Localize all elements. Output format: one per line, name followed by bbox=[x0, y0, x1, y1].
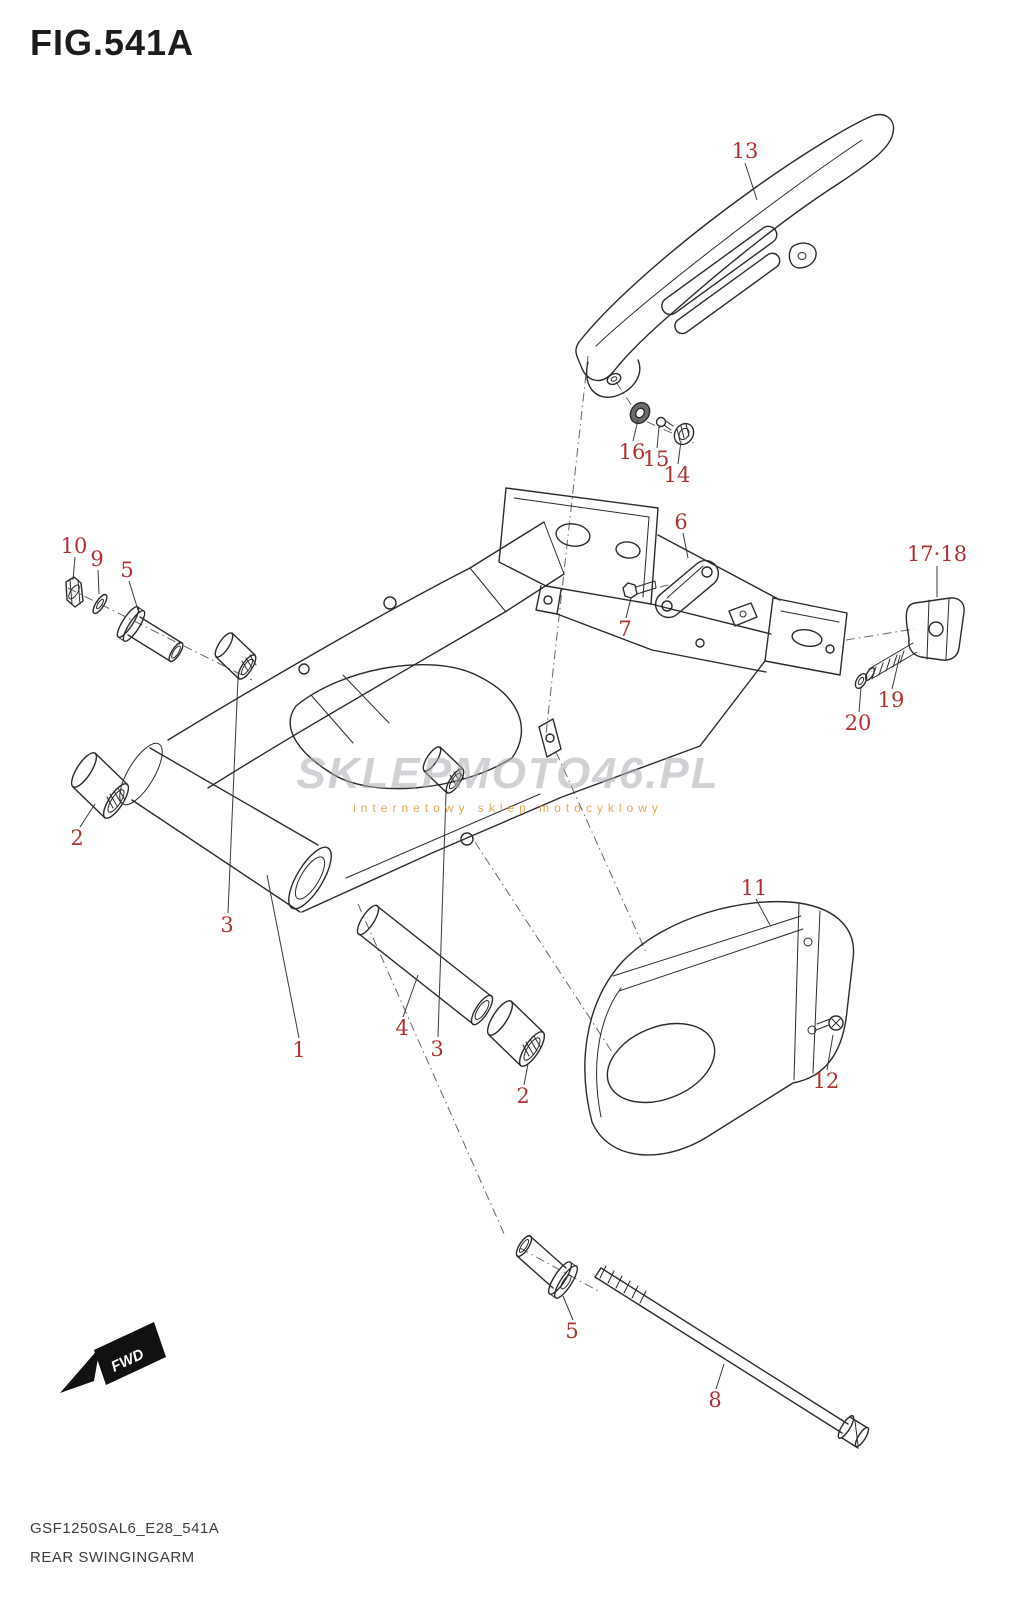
bushing-part-3-left bbox=[214, 632, 257, 680]
leader-lines bbox=[72, 162, 938, 1390]
figure-name: REAR SWINGINGARM bbox=[30, 1549, 195, 1566]
construction-lines bbox=[67, 355, 915, 1293]
bearing-part-2-left bbox=[70, 752, 130, 819]
swingarm-body bbox=[119, 487, 848, 913]
sleeve-part-5-bottom bbox=[515, 1234, 579, 1299]
bearing-part-2-right bbox=[486, 1000, 546, 1067]
figure-title: FIG.541A bbox=[30, 22, 195, 63]
chain-adjuster-17-18-19-20 bbox=[854, 597, 965, 689]
spacer-part-4 bbox=[356, 904, 494, 1026]
guard-fasteners-14-15-16 bbox=[629, 401, 695, 446]
bushing-part-3-right bbox=[422, 746, 465, 794]
pivot-shaft-part-8 bbox=[594, 1265, 870, 1449]
chain-buffer-part-11-screw-12 bbox=[584, 900, 855, 1156]
pivot-nut-10-washer-9-sleeve-5 bbox=[65, 576, 184, 663]
chain-guard-part-13 bbox=[575, 114, 895, 398]
fwd-arrow: FWD bbox=[60, 1322, 166, 1393]
bracket-part-6-bolt-7 bbox=[622, 559, 720, 619]
figure-footer: GSF1250SAL6_E28_541A REAR SWINGINGARM bbox=[30, 1520, 219, 1566]
figure-code: GSF1250SAL6_E28_541A bbox=[30, 1520, 220, 1537]
